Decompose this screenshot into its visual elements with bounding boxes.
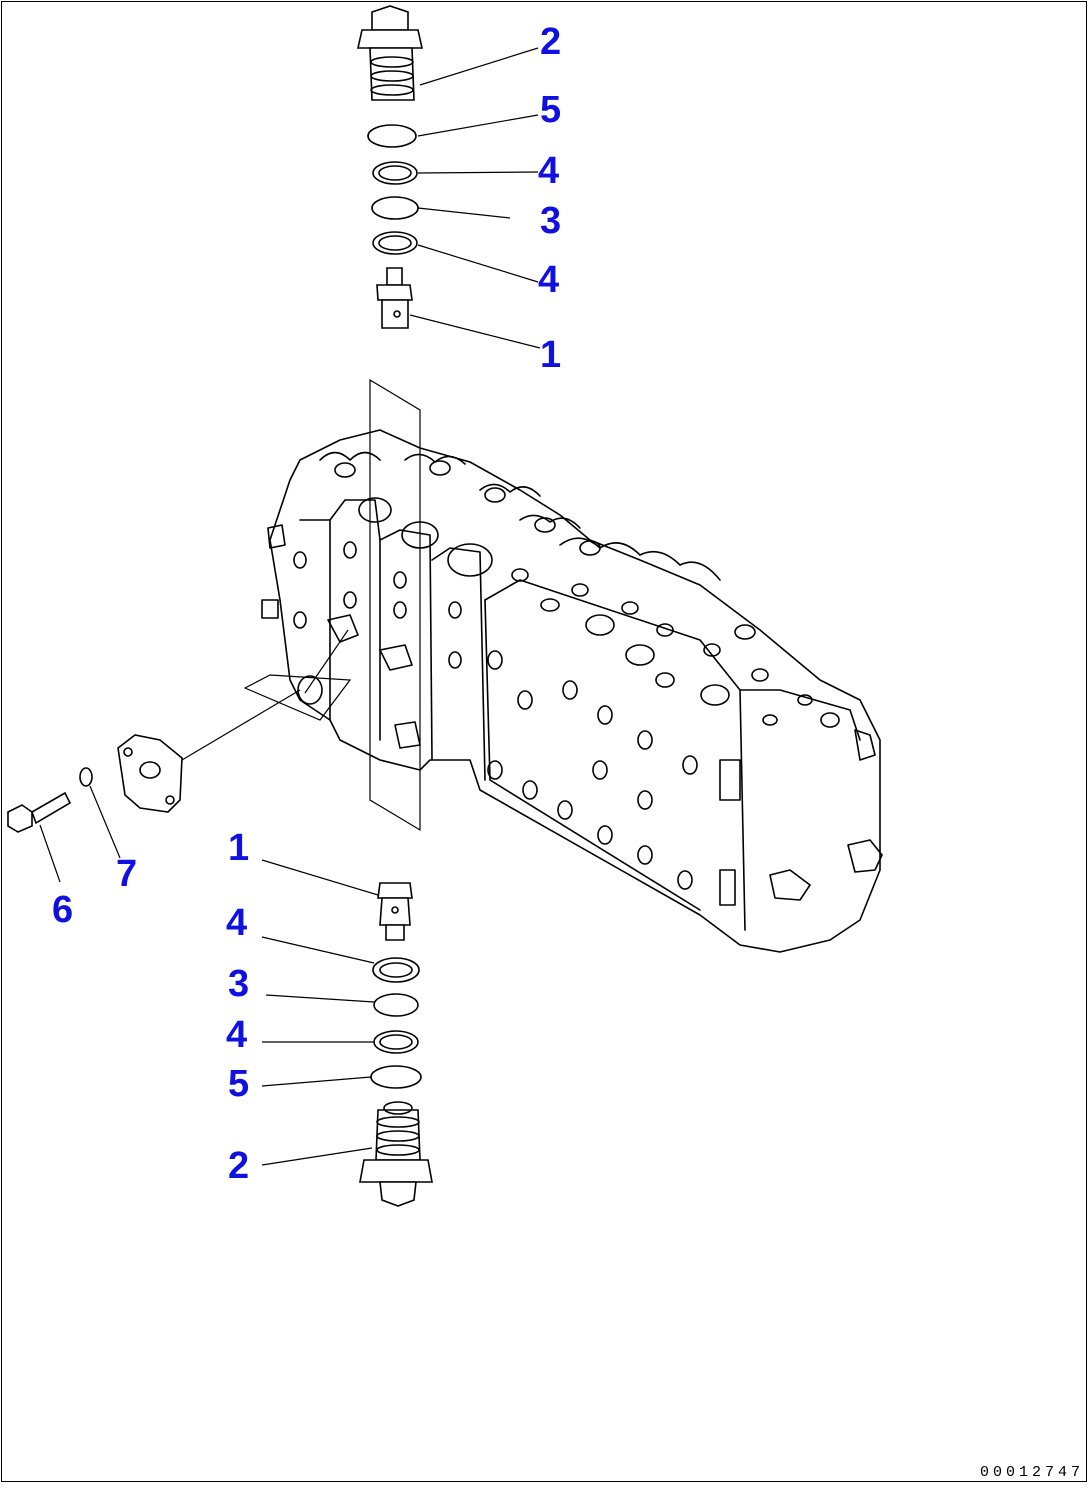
- callout-top-ring-4b: 4: [538, 259, 559, 301]
- callout-top-ring-3: 3: [540, 200, 561, 242]
- callout-top-ring-4a: 4: [538, 150, 559, 192]
- leader-lines: [39, 47, 541, 1166]
- drawing-code: 00012747: [979, 1464, 1084, 1481]
- callout-bottom-poppet: 1: [228, 827, 249, 869]
- callout-bolt: 6: [52, 889, 73, 931]
- callout-bottom-ring-4a: 4: [226, 902, 247, 944]
- top-rings: [367, 124, 419, 255]
- bottom-rings: [370, 957, 422, 1089]
- bottom-poppet: [377, 882, 413, 941]
- cover-axis-line: [181, 689, 301, 761]
- callout-bottom-ring-3: 3: [228, 963, 249, 1005]
- callout-top-poppet: 1: [540, 334, 561, 376]
- top-poppet: [376, 267, 413, 329]
- top-plug: [357, 5, 423, 101]
- callouts: 2 5 4 3 4 1 7 6 1 4 3 4 5 2: [52, 21, 561, 1187]
- cover-axis-line-2: [304, 629, 349, 694]
- bottom-plug: [359, 1101, 433, 1207]
- callout-washer: 7: [116, 853, 137, 895]
- callout-top-ring-5: 5: [540, 89, 561, 131]
- section-planes: [243, 378, 421, 832]
- callout-top-plug: 2: [540, 21, 561, 63]
- callout-bottom-ring-4b: 4: [226, 1014, 247, 1056]
- bolt: [7, 791, 72, 833]
- callout-bottom-ring-5: 5: [228, 1063, 249, 1105]
- cover-flange: [117, 734, 183, 813]
- callout-bottom-plug: 2: [228, 1145, 249, 1187]
- washer: [79, 767, 93, 787]
- control-valve-body: [261, 429, 883, 953]
